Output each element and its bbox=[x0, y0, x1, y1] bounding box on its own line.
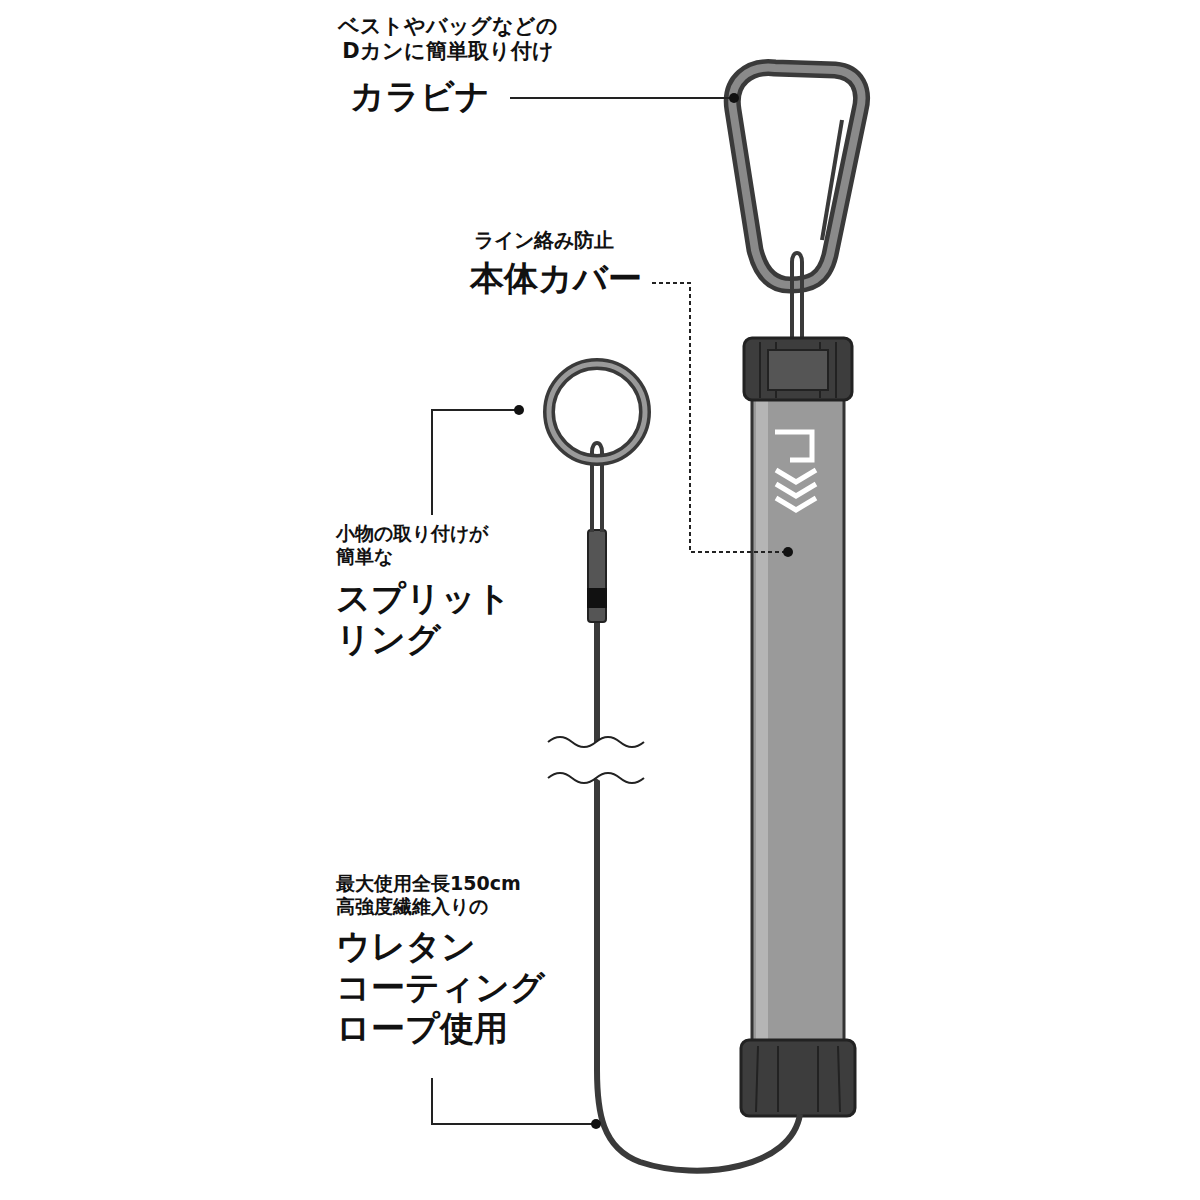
note-text: 小物の取り付けが 簡単な bbox=[336, 522, 488, 568]
part-name: 本体カバー bbox=[470, 258, 642, 299]
rope bbox=[597, 778, 800, 1171]
note-text: ライン絡み防止 bbox=[474, 228, 614, 252]
part-name: ウレタン コーティング ロープ使用 bbox=[336, 926, 545, 1048]
part-name: カラビナ bbox=[350, 76, 490, 117]
bottom-cap bbox=[741, 1040, 855, 1116]
break-mark bbox=[548, 737, 644, 783]
carabiner-gate bbox=[822, 120, 842, 240]
top-cap bbox=[744, 338, 852, 400]
body-cover bbox=[752, 395, 844, 1045]
rope-sleeve bbox=[588, 530, 606, 622]
note-text: 最大使用全長150cm 高強度繊維入りの bbox=[336, 872, 521, 918]
note-text: ベストやバッグなどの Dカンに簡単取り付け bbox=[338, 14, 558, 64]
part-name: スプリット リング bbox=[336, 578, 511, 660]
body-loop bbox=[792, 253, 802, 342]
logo bbox=[775, 432, 816, 510]
split-ring bbox=[549, 364, 645, 460]
